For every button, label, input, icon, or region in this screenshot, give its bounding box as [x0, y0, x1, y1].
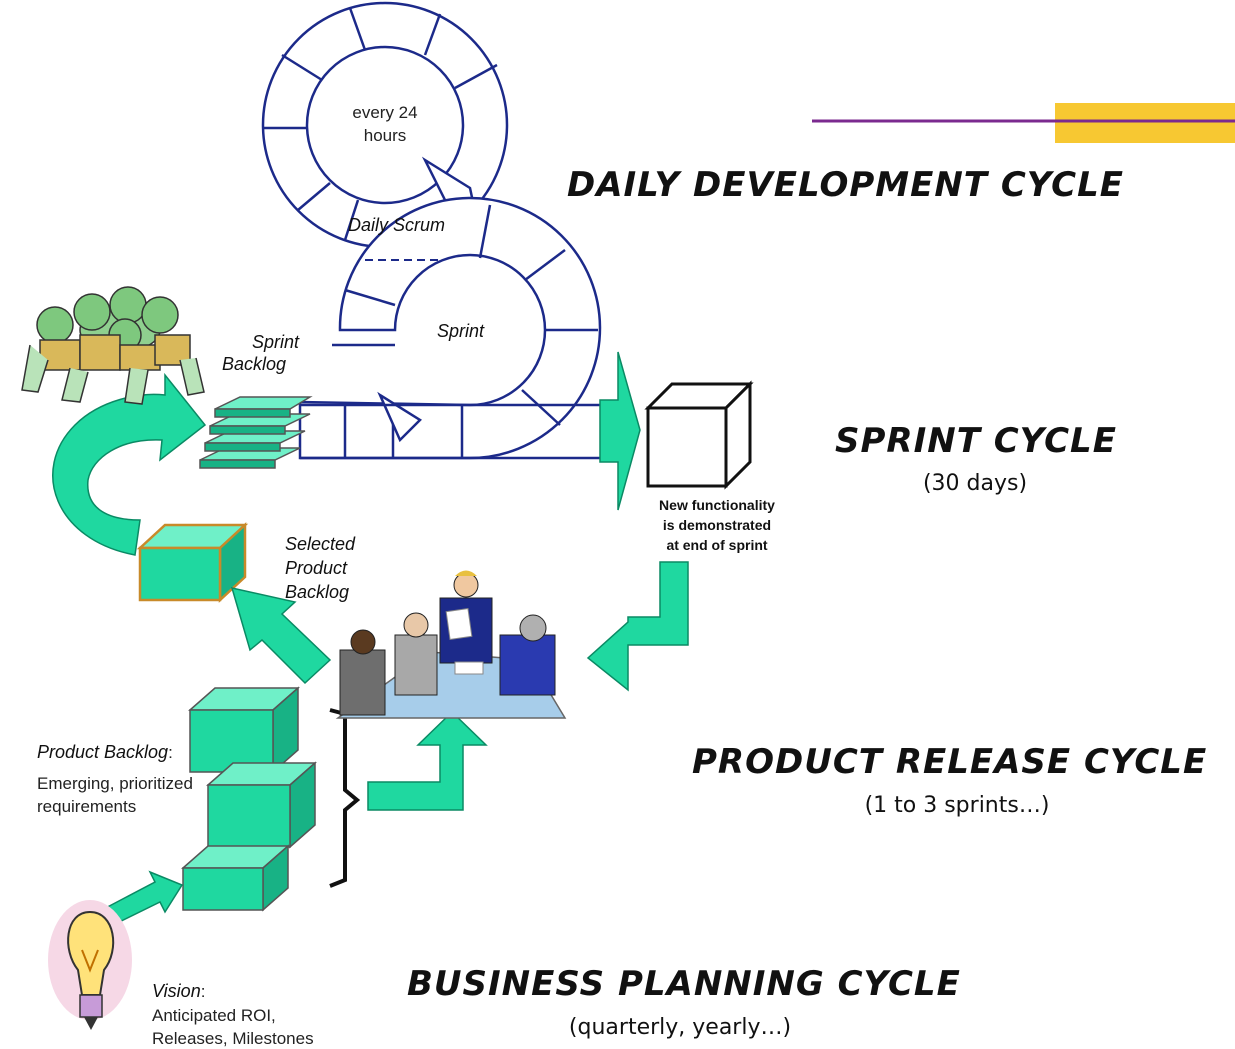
release-cycle-title: PRODUCT RELEASE CYCLE	[692, 742, 1207, 782]
daily-cycle-ring	[261, 1, 509, 249]
header-accent	[812, 103, 1235, 143]
select-arrow	[230, 586, 332, 685]
sprint-backlog-label-line1: Sprint	[252, 332, 300, 352]
new-functionality-line3: at end of sprint	[666, 537, 767, 553]
sprint-backlog-label-line2: Backlog	[222, 354, 286, 374]
business-cycle-subtitle: (quarterly, yearly…)	[569, 1015, 791, 1040]
meeting-table-illustration	[335, 570, 567, 719]
new-functionality-line1: New functionality	[659, 497, 775, 513]
prioritize-arrow	[367, 710, 488, 811]
delivery-arrow	[599, 351, 641, 511]
curved-arrow	[52, 372, 207, 556]
daily-scrum-label: Daily Scrum	[348, 215, 445, 235]
vision-label-line1: Vision:	[152, 981, 205, 1001]
new-functionality-line2: is demonstrated	[663, 517, 771, 533]
product-backlog-cubes	[181, 686, 317, 912]
product-backlog-label-line3: requirements	[37, 797, 136, 816]
selected-backlog-line1: Selected	[285, 534, 356, 554]
sprint-bracket	[329, 708, 361, 888]
selected-backlog-line2: Product	[285, 558, 348, 578]
every-24-line2: hours	[364, 126, 407, 145]
feedback-arrow	[586, 561, 689, 692]
release-cycle-subtitle: (1 to 3 sprints…)	[865, 793, 1050, 818]
lightbulb-icon	[48, 900, 132, 1030]
business-cycle-title: BUSINESS PLANNING CYCLE	[407, 964, 961, 1004]
every-24-line1: every 24	[352, 103, 417, 122]
vision-label-line3: Releases, Milestones	[152, 1029, 314, 1048]
product-backlog-label-line1: Product Backlog:	[37, 742, 173, 762]
selected-backlog-line3: Backlog	[285, 582, 349, 602]
sprint-label: Sprint	[437, 321, 485, 341]
selected-backlog-box	[136, 522, 249, 603]
daily-cycle-title: DAILY DEVELOPMENT CYCLE	[567, 165, 1124, 205]
product-backlog-label-line2: Emerging, prioritized	[37, 774, 193, 793]
sprint-cycle-ring	[298, 196, 608, 460]
sprint-cycle-title: SPRINT CYCLE	[835, 421, 1117, 461]
sprint-backlog-stack	[199, 396, 313, 469]
team-huddle-illustration	[21, 286, 205, 405]
deliverable-cube-icon	[644, 380, 754, 490]
sprint-cycle-subtitle: (30 days)	[923, 471, 1027, 496]
vision-label-line2: Anticipated ROI,	[152, 1006, 276, 1025]
